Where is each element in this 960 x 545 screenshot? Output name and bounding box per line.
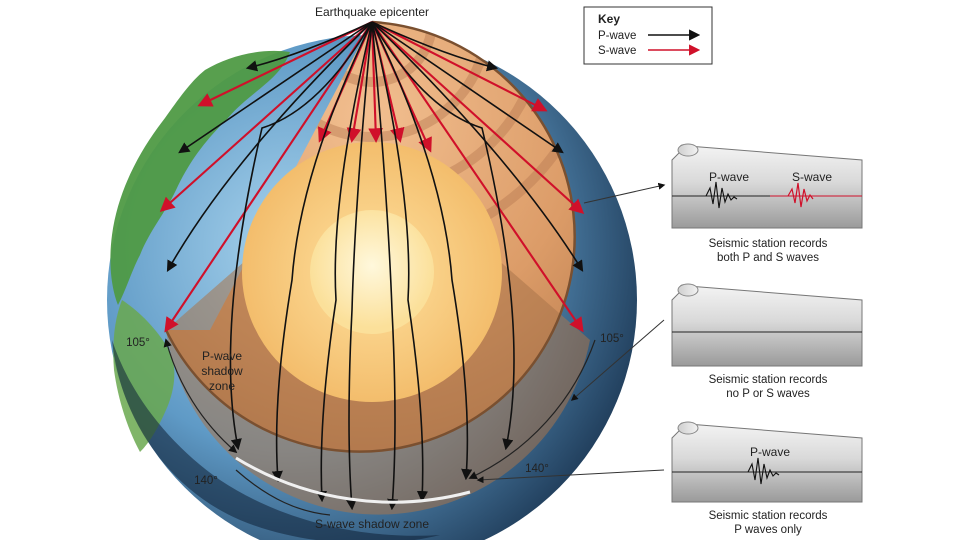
p-wave-ray [315, 21, 373, 503]
station-caption-line-1: Seismic station records [709, 238, 828, 250]
pointer-station-3 [476, 469, 665, 484]
station-caption-line-2: P waves only [734, 524, 802, 536]
p-wave-paths [166, 21, 584, 511]
epicenter-label: Earthquake epicenter [315, 5, 429, 19]
p-wave-ray [245, 21, 373, 72]
s-wave-ray [371, 21, 585, 214]
s-shadow-zone-label: S-wave shadow zone [315, 517, 429, 531]
pointer-station-2 [570, 319, 665, 401]
angle-label-right-140: 140° [525, 463, 549, 475]
legend-title: Key [598, 12, 620, 26]
seismograph-station-2: Seismic station records no P or S waves [671, 283, 863, 400]
s-wave-ray [159, 21, 373, 212]
legend-key: Key P-wave S-wave [583, 6, 713, 65]
earth-cutaway [164, 20, 590, 515]
p-shadow-zone-line-2: shadow [201, 364, 243, 378]
p-wave-trace [705, 181, 738, 209]
station-pointers [476, 182, 666, 484]
drum-roll-end [677, 283, 699, 297]
legend-s-wave-label: S-wave [598, 45, 636, 57]
pointer-station-1 [583, 182, 666, 204]
legend-p-wave-label: P-wave [598, 30, 636, 42]
s-wave-shadow-arc [235, 469, 331, 516]
mantle-rim [164, 20, 576, 453]
drum-roll-end [677, 143, 699, 157]
shadow-zone-arcs [163, 338, 596, 516]
p-wave-ray [371, 21, 399, 511]
trace-label-s: S-wave [792, 170, 832, 184]
seismograph-drum [671, 284, 863, 367]
drum-roll-end [677, 421, 699, 435]
seismograph-drum [671, 144, 863, 229]
inner-core [310, 210, 434, 334]
station-caption-line-1: Seismic station records [709, 510, 828, 522]
s-wave-ray [164, 21, 373, 333]
right-shadow-arc [468, 339, 596, 479]
p-shadow-zone-line-1: P-wave [202, 349, 242, 363]
s-wave-ray [371, 21, 548, 112]
angle-label-left-140: 140° [194, 475, 218, 487]
p-wave-ray [371, 21, 473, 481]
p-wave-ray [371, 21, 564, 154]
s-wave-ray [197, 21, 373, 107]
trace-label-p: P-wave [750, 445, 790, 459]
p-wave-ray [371, 21, 499, 72]
station-caption-line-2: no P or S waves [726, 388, 810, 400]
seismograph-station-1: P-wave S-wave Seismic station records bo… [671, 143, 863, 264]
p-wave-ray [371, 21, 429, 503]
trace-label-p: P-wave [709, 170, 749, 184]
station-caption-line-2: both P and S waves [717, 252, 819, 264]
p-wave-ray [178, 21, 373, 154]
p-wave-shadow-arc [163, 338, 238, 454]
seismograph-station-3: P-wave Seismic station records P waves o… [671, 421, 863, 536]
p-shadow-zone-line-3: zone [209, 379, 235, 393]
p-wave-ray [371, 21, 584, 272]
p-wave-trace [747, 457, 780, 485]
s-wave-ray [346, 21, 374, 143]
s-wave-ray [368, 21, 383, 143]
p-wave-ray [166, 21, 373, 272]
p-wave-ray [371, 21, 515, 451]
globe-landmass-south [113, 300, 175, 452]
s-wave-shadow-band [235, 456, 471, 504]
angle-label-right-105: 105° [600, 333, 624, 345]
station-caption-line-1: Seismic station records [709, 374, 828, 386]
p-wave-ray [271, 21, 373, 483]
p-wave-ray [345, 21, 373, 511]
angle-label-left-105: 105° [126, 337, 150, 349]
seismograph-drum [671, 422, 863, 503]
s-wave-trace [787, 182, 814, 208]
